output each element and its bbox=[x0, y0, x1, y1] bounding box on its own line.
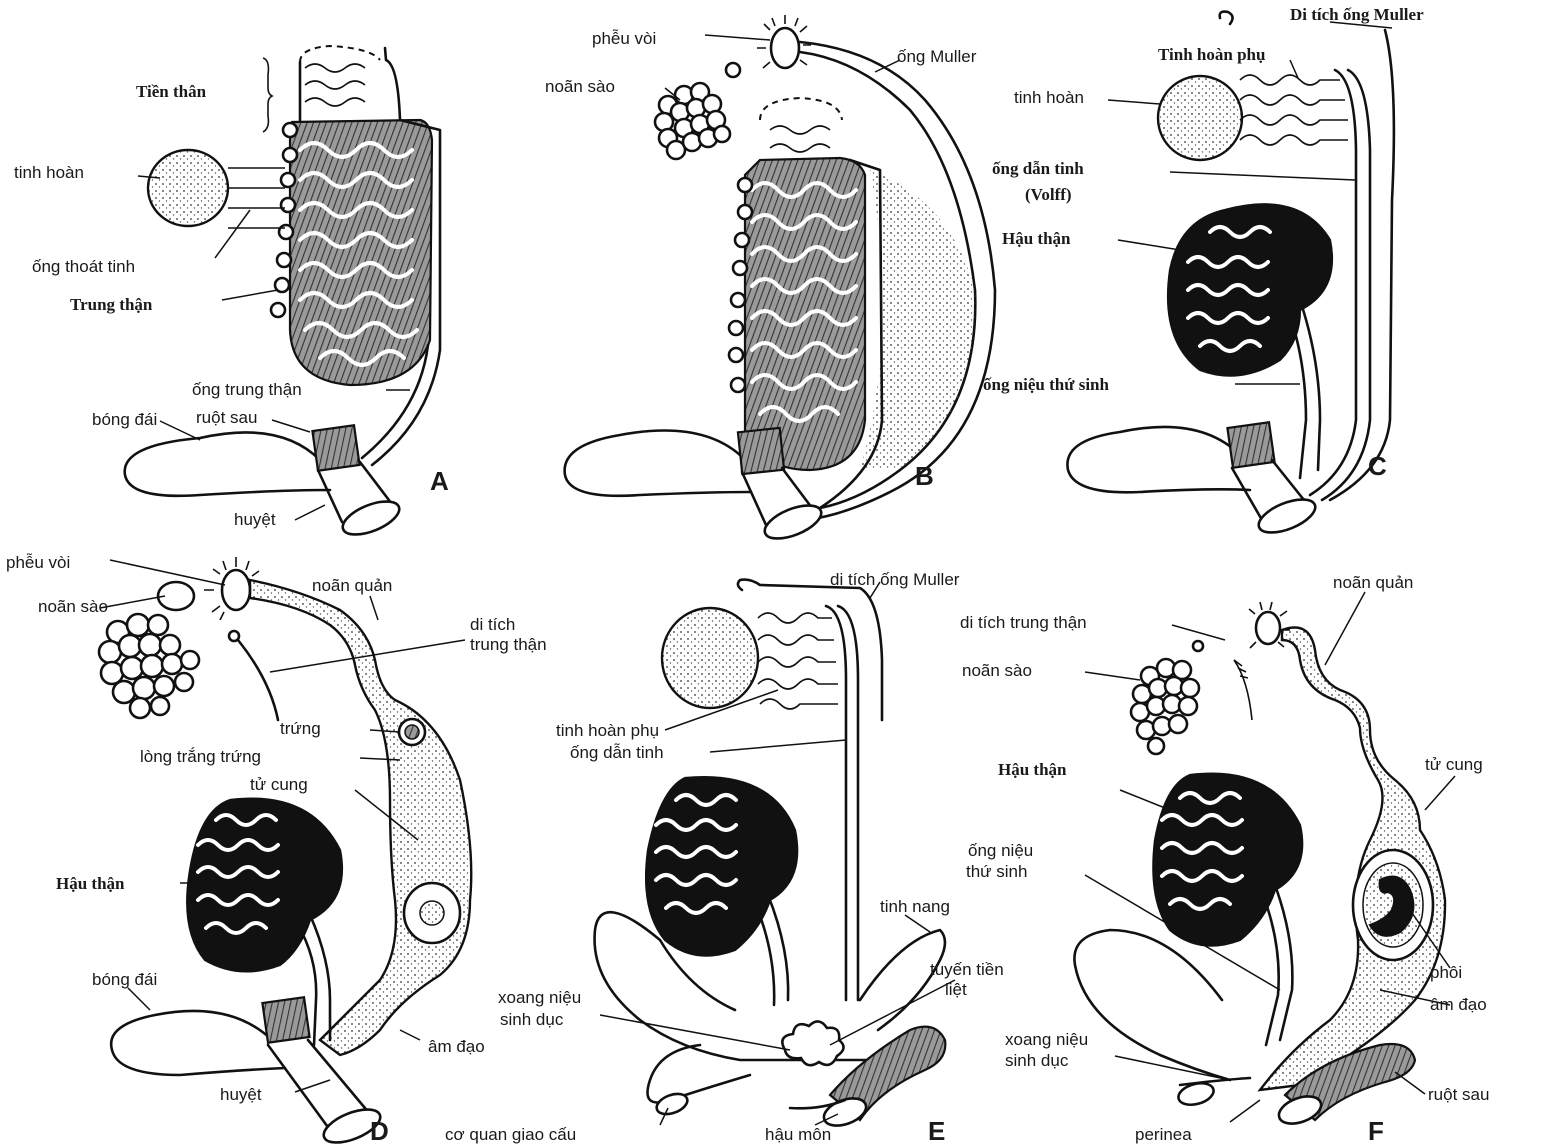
panel-d: phễu vòi noãn sào noãn quản di tích trun… bbox=[6, 553, 547, 1145]
label-hau-than-d: Hậu thận bbox=[56, 874, 125, 893]
panel-letter-c: C bbox=[1368, 451, 1387, 481]
panel-b: phễu vòi noãn sào ống Muller B bbox=[545, 15, 995, 545]
panel-c: Di tích ống Muller Tinh hoàn phụ tinh ho… bbox=[983, 5, 1424, 539]
label-pheu-voi-b: phễu vòi bbox=[592, 29, 656, 48]
label-hau-than-c: Hậu thận bbox=[1002, 229, 1071, 248]
label-am-dao-f: âm đạo bbox=[1430, 995, 1487, 1014]
panel-letter-e: E bbox=[928, 1116, 945, 1145]
label-hau-mon: hậu môn bbox=[765, 1125, 831, 1144]
label-tu-cung-f: tử cung bbox=[1425, 755, 1483, 774]
label-sinh-duc-f: sinh dục bbox=[1005, 1051, 1069, 1070]
label-noan-quan-f: noãn quản bbox=[1333, 573, 1413, 592]
label-ong-nieu-f: ống niệu bbox=[968, 841, 1033, 860]
label-tinh-hoan-c: tinh hoàn bbox=[1014, 88, 1084, 107]
panel-f: noãn quản di tích trung thận noãn sào Hậ… bbox=[960, 573, 1489, 1145]
label-tinh-hoan-phu-e: tinh hoàn phụ bbox=[556, 721, 659, 740]
label-am-dao-d: âm đạo bbox=[428, 1037, 485, 1056]
label-thu-sinh-f: thứ sinh bbox=[966, 862, 1027, 881]
label-co-quan-giao-cau: cơ quan giao cấu bbox=[445, 1125, 576, 1144]
label-ruot-sau-a: ruột sau bbox=[196, 408, 257, 427]
label-ong-thoat-tinh: ống thoát tinh bbox=[32, 257, 135, 276]
panel-letter-b: B bbox=[915, 461, 934, 491]
label-tu-cung-d: tử cung bbox=[250, 775, 308, 794]
panel-a: Tiền thân tinh hoàn ống thoát tinh Trung… bbox=[14, 46, 449, 541]
label-tinh-hoan-a: tinh hoàn bbox=[14, 163, 84, 182]
label-hau-than-f: Hậu thận bbox=[998, 760, 1067, 779]
label-huyet-d: huyệt bbox=[220, 1085, 262, 1104]
label-tinh-hoan-phu-c: Tinh hoàn phụ bbox=[1158, 45, 1265, 64]
panel-letter-a: A bbox=[430, 466, 449, 496]
label-ong-dan-tinh-c: ống dẫn tinh bbox=[992, 159, 1084, 178]
panel-e: di tích ống Muller tinh hoàn phụ ống dẫn… bbox=[445, 570, 1004, 1145]
label-di-tich-trung-than-f: di tích trung thận bbox=[960, 613, 1087, 632]
label-volff: (Volff) bbox=[1025, 185, 1072, 204]
label-noan-quan-d: noãn quản bbox=[312, 576, 392, 595]
panel-letter-d: D bbox=[370, 1116, 389, 1145]
label-huyet-a: huyệt bbox=[234, 510, 276, 529]
label-pheu-voi-d: phễu vòi bbox=[6, 553, 70, 572]
label-trung-than-d: trung thận bbox=[470, 635, 547, 654]
label-bong-dai-d: bóng đái bbox=[92, 970, 157, 989]
label-bong-dai-a: bóng đái bbox=[92, 410, 157, 429]
label-noan-sao-b: noãn sào bbox=[545, 77, 615, 96]
label-tinh-nang: tinh nang bbox=[880, 897, 950, 916]
label-long-trang-trung: lòng trắng trứng bbox=[140, 747, 261, 766]
label-ong-trung-than: ống trung thận bbox=[192, 380, 302, 399]
label-tuyen-tien: tuyến tiền bbox=[930, 960, 1004, 979]
label-ong-dan-tinh-e: ống dẫn tinh bbox=[570, 743, 664, 762]
label-perinea: perinea bbox=[1135, 1125, 1192, 1144]
label-trung-than-a: Trung thận bbox=[70, 295, 153, 314]
label-tien-than: Tiền thân bbox=[136, 82, 207, 101]
label-di-tich-d: di tích bbox=[470, 615, 515, 634]
label-di-tich-ong-muller-c: Di tích ống Muller bbox=[1290, 5, 1424, 24]
label-ruot-sau-f: ruột sau bbox=[1428, 1085, 1489, 1104]
label-phoi: phôi bbox=[1430, 963, 1462, 982]
label-ong-nieu-thu-sinh-c: ống niệu thứ sinh bbox=[983, 375, 1109, 394]
label-xoang-nieu-e: xoang niệu bbox=[498, 988, 581, 1007]
label-sinh-duc-e: sinh dục bbox=[500, 1010, 564, 1029]
label-di-tich-ong-muller-e: di tích ống Muller bbox=[830, 570, 960, 589]
label-xoang-nieu-f: xoang niệu bbox=[1005, 1030, 1088, 1049]
label-noan-sao-d: noãn sào bbox=[38, 597, 108, 616]
label-ong-muller-b: ống Muller bbox=[897, 47, 977, 66]
panel-letter-f: F bbox=[1368, 1116, 1384, 1145]
label-trung-d: trứng bbox=[280, 719, 321, 738]
label-noan-sao-f: noãn sào bbox=[962, 661, 1032, 680]
label-liet: liệt bbox=[945, 980, 967, 999]
